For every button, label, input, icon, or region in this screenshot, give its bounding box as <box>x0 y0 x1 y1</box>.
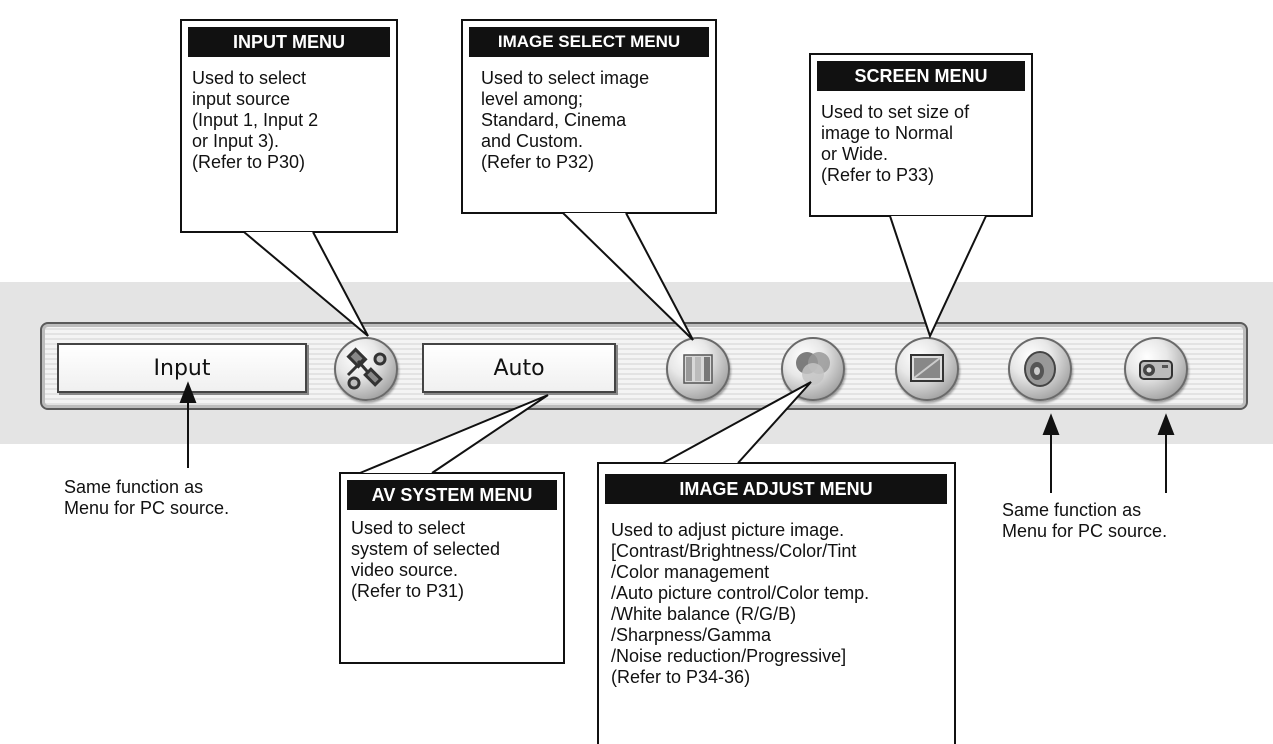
image-select-icon[interactable] <box>666 337 730 401</box>
image-select-menu-callout: IMAGE SELECT MENU Used to select image l… <box>461 19 717 214</box>
screen-icon[interactable] <box>895 337 959 401</box>
input-menu-title: INPUT MENU <box>188 27 390 57</box>
av-system-menu-title: AV SYSTEM MENU <box>347 480 557 510</box>
image-adjust-menu-description: Used to adjust picture image. [Contrast/… <box>611 520 870 687</box>
screen-menu-callout: SCREEN MENU Used to set size of image to… <box>809 53 1033 217</box>
input-menu-description: Used to select input source (Input 1, In… <box>192 68 319 172</box>
auto-button[interactable]: Auto <box>422 343 616 393</box>
left-note: Same function as Menu for PC source. <box>64 477 230 518</box>
image-select-menu-title: IMAGE SELECT MENU <box>469 27 709 57</box>
av-system-menu-description: Used to select system of selected video … <box>351 518 501 601</box>
screen-menu-description: Used to set size of image to Normal or W… <box>821 102 970 185</box>
right-note: Same function as Menu for PC source. <box>1002 500 1168 541</box>
image-adjust-menu-title: IMAGE ADJUST MENU <box>605 474 947 504</box>
input-connector-icon[interactable] <box>334 337 398 401</box>
image-adjust-icon[interactable] <box>781 337 845 401</box>
av-system-menu-callout: AV SYSTEM MENU Used to select system of … <box>339 472 565 664</box>
image-adjust-menu-callout: IMAGE ADJUST MENU Used to adjust picture… <box>597 462 956 744</box>
image-select-menu-description: Used to select image level among; Standa… <box>481 68 650 172</box>
setting-icon[interactable] <box>1124 337 1188 401</box>
input-menu-callout: INPUT MENU Used to select input source (… <box>180 19 398 233</box>
input-button[interactable]: Input <box>57 343 307 393</box>
screen-menu-title: SCREEN MENU <box>817 61 1025 91</box>
sound-icon[interactable] <box>1008 337 1072 401</box>
